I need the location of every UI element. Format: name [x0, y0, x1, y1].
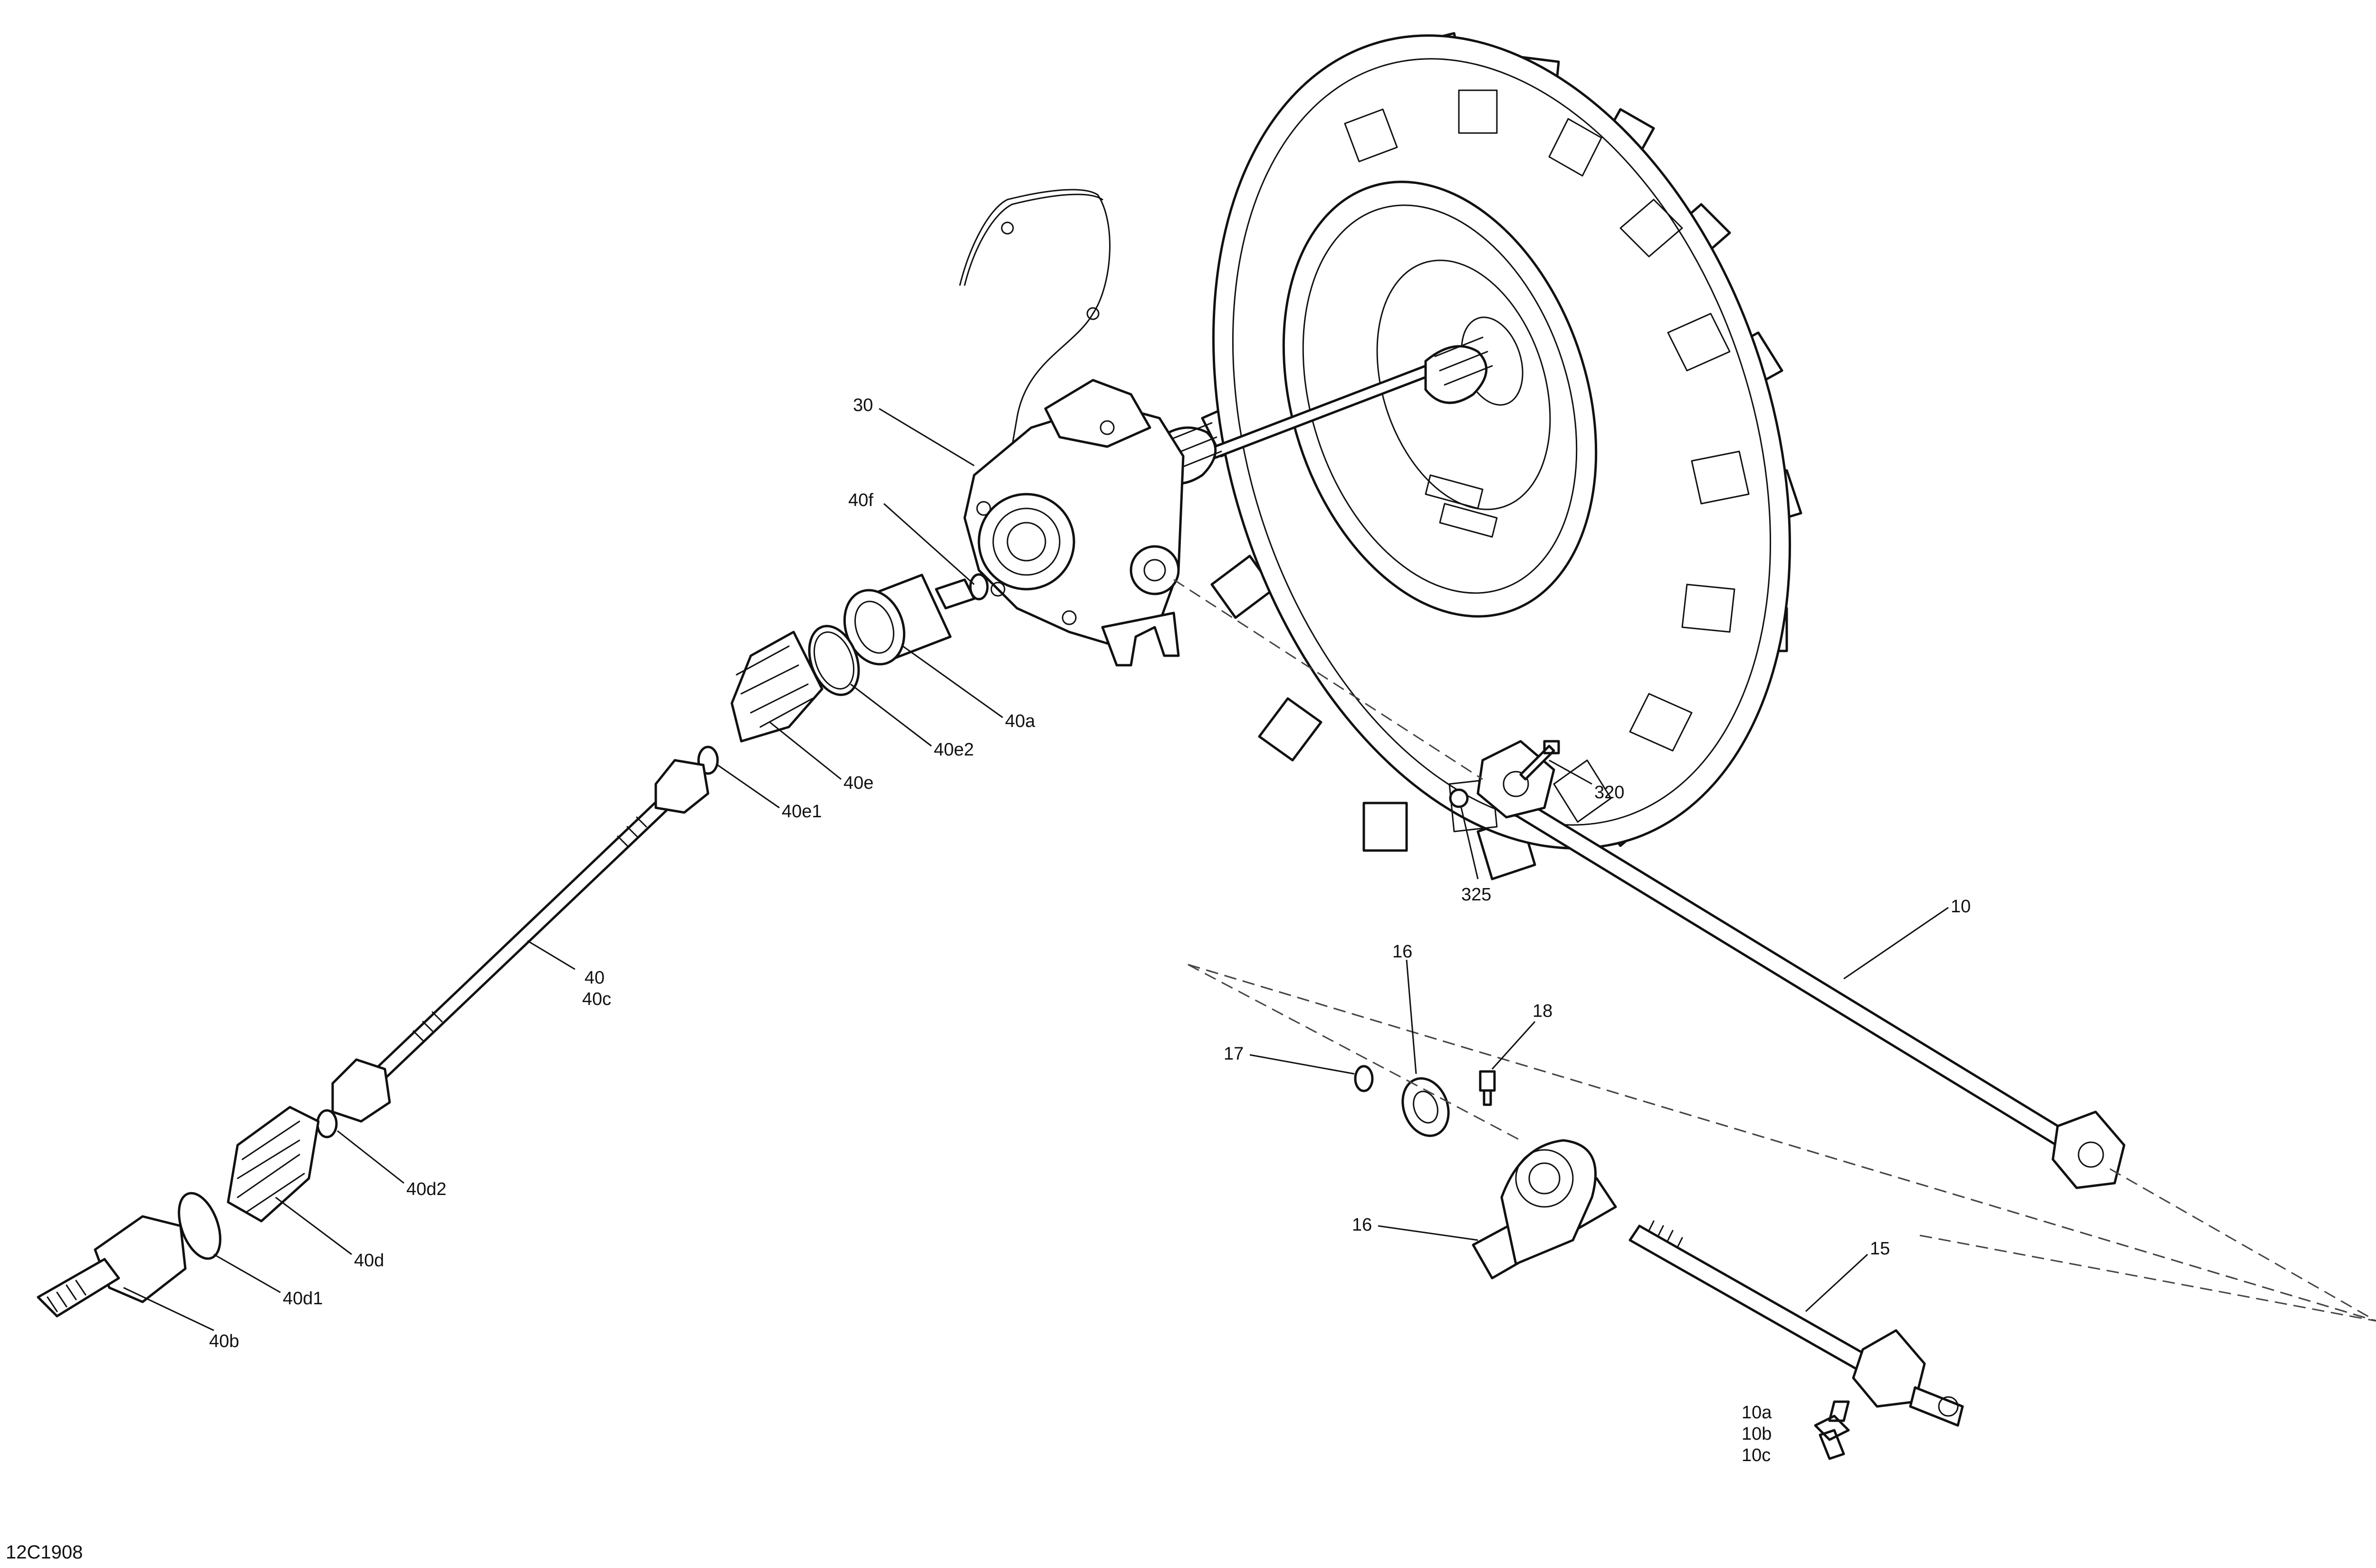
callout-16-bearing: 16 — [1392, 942, 1412, 962]
callout-40d2: 40d2 — [406, 1179, 447, 1199]
callout-30: 30 — [853, 395, 873, 415]
boot-clamp-outer-large — [178, 1192, 221, 1260]
front-propeller-shaft — [1629, 1220, 1964, 1427]
cv-boot-outer — [227, 1106, 320, 1223]
callout-40d1: 40d1 — [283, 1289, 323, 1309]
callout-10b: 10b — [1742, 1424, 1772, 1444]
callout-15: 15 — [1870, 1239, 1890, 1259]
differential-housing — [963, 379, 1185, 667]
propeller-shaft — [1476, 740, 2126, 1189]
callout-10a: 10a — [1742, 1403, 1772, 1423]
alignment-line — [2109, 1168, 2376, 1322]
callout-320: 320 — [1594, 783, 1624, 803]
cv-boot-inner — [730, 631, 824, 743]
outer-cv-joint — [37, 1215, 187, 1318]
bolt — [1519, 740, 1560, 781]
alignment-line — [1188, 964, 2376, 1322]
flange-bolt — [1479, 1070, 1496, 1106]
callout-40b: 40b — [209, 1331, 239, 1351]
callout-40: 40 — [584, 968, 604, 988]
callout-40e2: 40e2 — [934, 740, 974, 760]
leader-lines — [123, 408, 1949, 1331]
retaining-ring — [1354, 1065, 1374, 1092]
callout-40f: 40f — [848, 490, 873, 510]
callout-40d: 40d — [354, 1251, 384, 1271]
callout-40e1: 40e1 — [782, 802, 822, 822]
tripod-joint-housing — [843, 574, 976, 666]
diagram-reference-code: 12C1908 — [6, 1542, 83, 1563]
callout-10: 10 — [1951, 897, 1971, 917]
callout-325: 325 — [1461, 885, 1491, 905]
callout-18: 18 — [1533, 1001, 1552, 1021]
boot-clamp-outer-small — [316, 1109, 338, 1138]
callout-40a: 40a — [1005, 711, 1035, 731]
callout-16-carrier: 16 — [1352, 1215, 1372, 1235]
alignment-line — [1173, 579, 1483, 780]
callout-40c: 40c — [582, 989, 611, 1009]
tread-blocks — [1344, 89, 1750, 832]
callout-17: 17 — [1224, 1044, 1244, 1064]
nut — [1449, 788, 1469, 808]
callout-labels: 30 40f 40a 40e2 40e 40e1 40 40c 40d2 40d… — [209, 395, 1971, 1465]
o-ring — [969, 573, 989, 601]
half-shaft — [331, 759, 709, 1123]
bearing-carrier — [1472, 1139, 1617, 1280]
alignment-line — [1188, 964, 1521, 1141]
bearing — [1401, 1077, 1450, 1137]
callout-10c: 10c — [1742, 1445, 1771, 1465]
callout-40e: 40e — [843, 773, 873, 793]
u-joint-cross — [1814, 1400, 1850, 1460]
wiring-harness — [959, 189, 1111, 476]
